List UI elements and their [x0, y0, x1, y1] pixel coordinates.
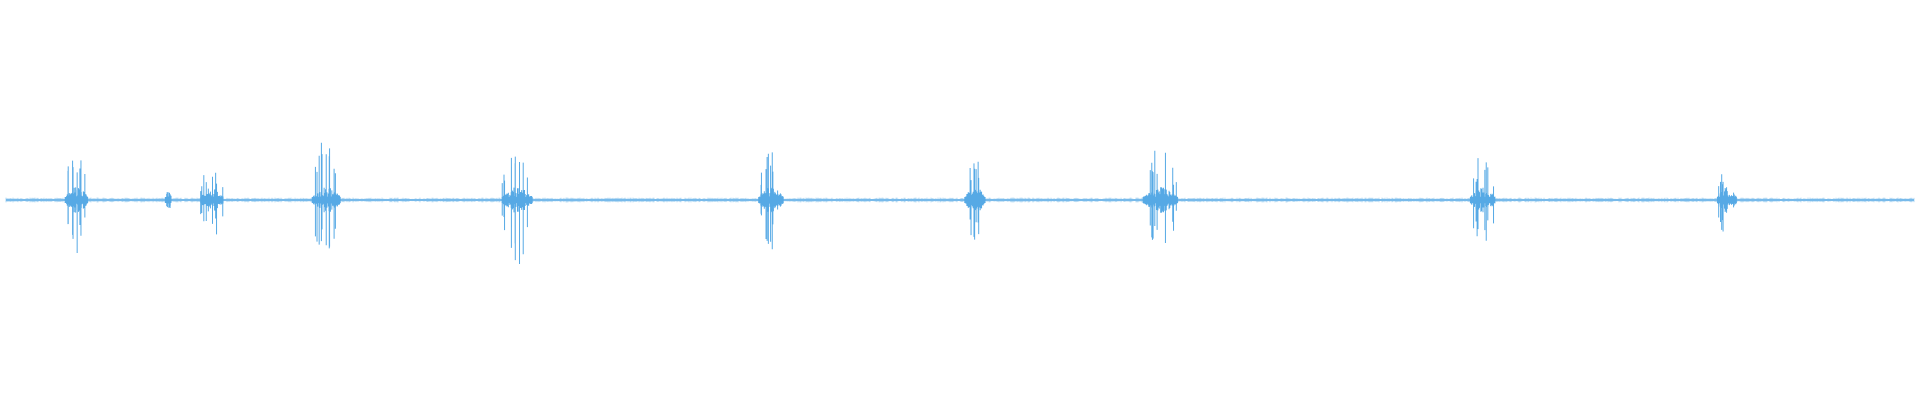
- waveform-layer: [5, 142, 1915, 264]
- waveform-burst-trace: [200, 172, 224, 235]
- waveform-burst-3: [200, 172, 224, 235]
- waveform-burst-7: [964, 161, 986, 240]
- waveform-burst-trace: [1469, 158, 1496, 241]
- waveform-burst-trace: [501, 156, 533, 264]
- waveform-burst-6: [758, 152, 784, 250]
- waveform-noise: [5, 197, 1915, 203]
- waveform-burst-trace: [964, 161, 986, 240]
- waveform-burst-1: [64, 160, 89, 253]
- waveform-burst-5: [501, 156, 533, 264]
- waveform-burst-trace: [1716, 174, 1737, 232]
- waveform-burst-4: [311, 142, 341, 249]
- waveform-burst-trace: [758, 152, 784, 250]
- waveform-burst-trace: [1142, 150, 1178, 243]
- waveform-burst-8: [1142, 150, 1178, 243]
- waveform-burst-trace: [64, 160, 89, 253]
- waveform-burst-trace: [311, 142, 341, 249]
- waveform-burst-2: [164, 192, 172, 208]
- waveform-burst-10: [1716, 174, 1737, 232]
- waveform-burst-9: [1469, 158, 1496, 241]
- waveform-burst-trace: [164, 192, 172, 208]
